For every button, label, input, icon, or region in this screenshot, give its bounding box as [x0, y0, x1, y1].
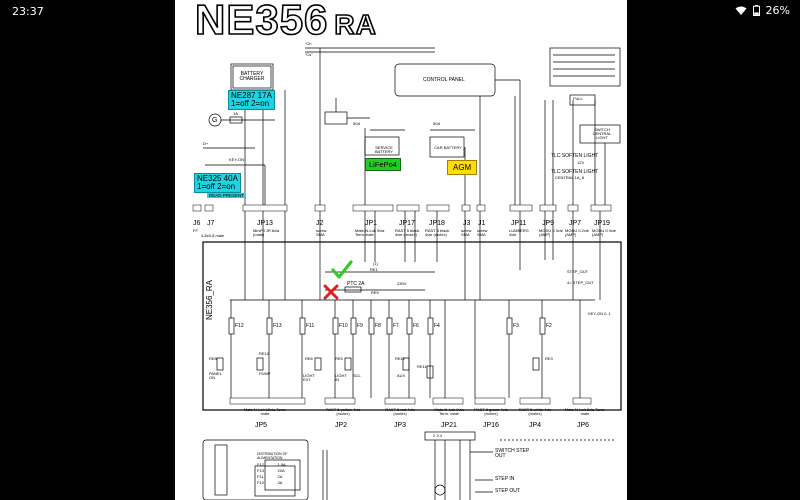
step-out-label: STEP_OUT [567, 269, 589, 274]
label-ch: "Ch [305, 41, 312, 46]
battery-icon [752, 5, 760, 16]
fuse-f6: F6 [413, 323, 419, 329]
connector-jp11: JP11 [511, 220, 527, 227]
d-plus-label: D+ [203, 141, 209, 146]
connector-jp19: JP19 [594, 220, 610, 227]
fuse-f12: F12 [235, 323, 244, 329]
connector-jp6: JP6 [577, 422, 590, 429]
dead-present-tag: DEAD PRESENT [207, 193, 247, 198]
relay-re8: RE8 [209, 356, 217, 361]
re1-value: (1) [373, 261, 378, 266]
connector-jp18: JP18 [429, 220, 445, 227]
relay-re10: RE10 [259, 351, 270, 356]
connector-jp21: JP21 [441, 422, 457, 429]
key-on-v-label: KEY-ON 0..1 [588, 311, 611, 316]
battery-charger-label: BATTERY CHARGER [239, 71, 265, 82]
label-cs: "Cs" [305, 52, 313, 57]
connector-jp16: JP16 [483, 422, 499, 429]
connector-jp5: JP5 [255, 422, 268, 429]
fuse-f13: F13 [273, 323, 282, 329]
battery-percent: 26% [765, 4, 790, 17]
connector-j1: J1 [478, 220, 486, 227]
fuse-f8: F8 [375, 323, 381, 329]
relay-re3: RE3 [545, 356, 553, 361]
tlc-12v-label: 12V [577, 160, 585, 165]
ne325-note: NE325 40A 1=off 2=on [194, 173, 241, 193]
connector-jp13: JP13 [257, 220, 273, 227]
clock: 23:37 [12, 5, 44, 18]
connector-jp7: JP7 [569, 220, 582, 227]
relay-re1: RE1 [370, 267, 378, 272]
fuse-f7: F7 [393, 323, 399, 329]
control-panel-label: CONTROL PANEL [423, 77, 465, 83]
connector-j6: J6 [193, 220, 201, 227]
switch-step-out-label: SWITCH STEP OUT [495, 448, 530, 459]
fuse-f2: F2 [546, 323, 552, 329]
wifi-icon [735, 6, 747, 16]
cross-icon [323, 284, 339, 300]
fuse-50a-service: 50A [353, 121, 361, 126]
switch-central-light-label: SWITCH CENTRAL LIGHT [592, 127, 612, 140]
connector-jp4: JP4 [529, 422, 542, 429]
full-label: FULL [573, 96, 583, 101]
ptc-label: PTC 2A [347, 281, 365, 287]
connector-jp3: JP3 [394, 422, 407, 429]
agm-tag: AGM [447, 160, 478, 175]
step-out-lower-label: STEP OUT [495, 488, 520, 494]
relay-re5: RE5 [335, 356, 343, 361]
relay-re9: RE9 [371, 290, 379, 295]
fuse-f9: F9 [357, 323, 363, 329]
relay-re11: RE11 [417, 364, 427, 369]
relay-re12: RE12 [395, 356, 406, 361]
service-battery-label: SERVICE BATTERY [374, 145, 394, 154]
jp21-pin-header: 2 3 4 [433, 433, 442, 438]
status-bar: 23:37 26% [0, 0, 800, 24]
step-in-label: STEP IN [495, 476, 515, 482]
key-on-label: KEY-ON [229, 157, 244, 162]
fuse-50a-car: 50A [433, 121, 441, 126]
fuse-f4: F4 [434, 323, 440, 329]
connector-jp9: JP9 [542, 220, 555, 227]
tlc-soften-light-label: TLC SOFTEN LIGHT [551, 153, 599, 159]
v230-label: 230V [397, 281, 407, 286]
tlc-sub-label: CENTRAL 1A_8 [555, 175, 584, 180]
step-out-label-2: 4= STEP_OUT [567, 280, 594, 285]
connector-j7: J7 [207, 220, 215, 227]
board-label: NE356_RA [205, 279, 214, 320]
connector-jp17: JP17 [399, 220, 415, 227]
lifepo4-tag: LiFePo4 [365, 158, 401, 171]
fuse-f10: F10 [339, 323, 348, 329]
generator-label: G [212, 117, 218, 124]
connector-j3: J3 [463, 220, 471, 227]
tlc-soften-light2-label: TLC SOFTEN LIGHT [551, 169, 599, 175]
fuse-f3: F3 [513, 323, 519, 329]
ne287-note: NE287 17A 1=off 2=on [228, 90, 275, 110]
connector-jp2: JP2 [335, 422, 348, 429]
connector-jp1: JP1 [365, 220, 378, 227]
relay-re6: RE6 [305, 356, 313, 361]
fuse-f11: F11 [306, 323, 315, 329]
fuse-1a-label: 1A [233, 111, 238, 116]
car-battery-label: CAR BATTERY [434, 145, 462, 150]
connector-j2: J2 [316, 220, 324, 227]
wiring-diagram [192, 47, 622, 500]
status-icons: 26% [735, 4, 790, 17]
check-icon [331, 260, 353, 279]
